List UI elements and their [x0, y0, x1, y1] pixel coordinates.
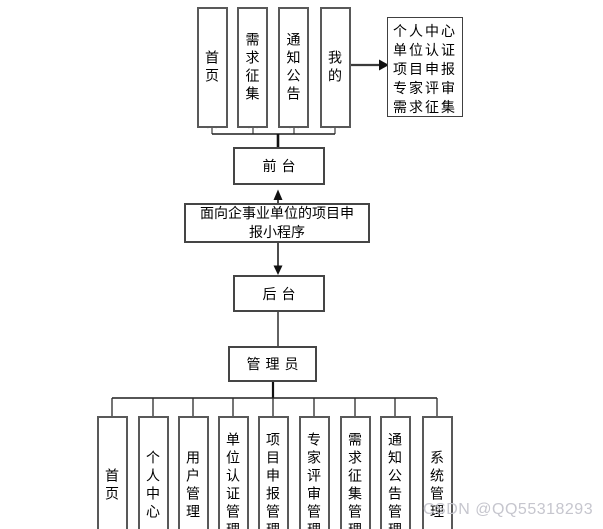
admin-to-modules-connector — [111, 382, 438, 417]
node-label: 专家评审管理 — [306, 432, 322, 529]
node-module-system-management: 系统管理 — [421, 416, 453, 529]
node-module-personal-center: 个人中心 — [137, 416, 169, 529]
node-label: 后台 — [262, 285, 301, 302]
node-module-home: 首页 — [96, 416, 128, 529]
system-to-backend-arrow — [273, 243, 283, 275]
csdn-watermark: CSDN @QQ55318293 — [423, 501, 594, 518]
node-label: 系统管理 — [429, 450, 445, 522]
node-label: 我的 — [327, 49, 343, 86]
node-system-title: 面向企事业单位的项目申报小程序 — [184, 203, 370, 243]
node-label: 通知公告管理 — [387, 432, 403, 529]
node-module-project-declaration: 项目申报管理 — [257, 416, 289, 529]
front-tabs-bus — [212, 133, 335, 148]
node-backend: 后台 — [233, 275, 325, 312]
node-label: 管理员 — [246, 356, 304, 372]
node-module-unit-certification: 单位认证管理 — [217, 416, 249, 529]
panel-mine-features: 个人中心 单位认证 项目申报 专家评审 需求征集 — [387, 17, 463, 117]
node-front-tab-mine: 我的 — [319, 7, 351, 128]
mine-to-features-arrow — [351, 59, 389, 71]
node-admin: 管理员 — [228, 346, 317, 382]
node-module-notice-management: 通知公告管理 — [379, 416, 411, 529]
node-label: 个人中心 — [145, 450, 161, 522]
system-to-frontend-arrow — [273, 189, 283, 203]
node-label: 前台 — [262, 158, 301, 174]
feature-line: 需求征集 — [393, 99, 457, 115]
node-label: 项目申报管理 — [265, 432, 281, 529]
feature-line: 个人中心 — [393, 23, 457, 39]
node-front-tab-home: 首页 — [196, 7, 228, 128]
node-label: 通知公告 — [285, 31, 302, 104]
node-label: 面向企事业单位的项目申报小程序 — [200, 205, 354, 240]
node-module-expert-review: 专家评审管理 — [298, 416, 330, 529]
node-frontend: 前台 — [233, 147, 325, 185]
node-module-demand-collection: 需求征集管理 — [339, 416, 371, 529]
node-front-tab-demand-collection: 需求征集 — [237, 7, 268, 128]
node-label: 用户管理 — [185, 450, 201, 522]
node-front-tab-notice: 通知公告 — [278, 7, 309, 128]
node-label: 单位认证管理 — [225, 432, 241, 529]
feature-line: 单位认证 — [393, 42, 457, 58]
node-label: 首页 — [204, 49, 220, 86]
feature-line: 项目申报 — [393, 61, 457, 77]
node-label: 需求征集 — [244, 31, 261, 104]
feature-line: 专家评审 — [393, 80, 457, 96]
node-module-user-management: 用户管理 — [177, 416, 209, 529]
node-label: 首页 — [104, 468, 120, 504]
node-label: 需求征集管理 — [347, 432, 363, 529]
